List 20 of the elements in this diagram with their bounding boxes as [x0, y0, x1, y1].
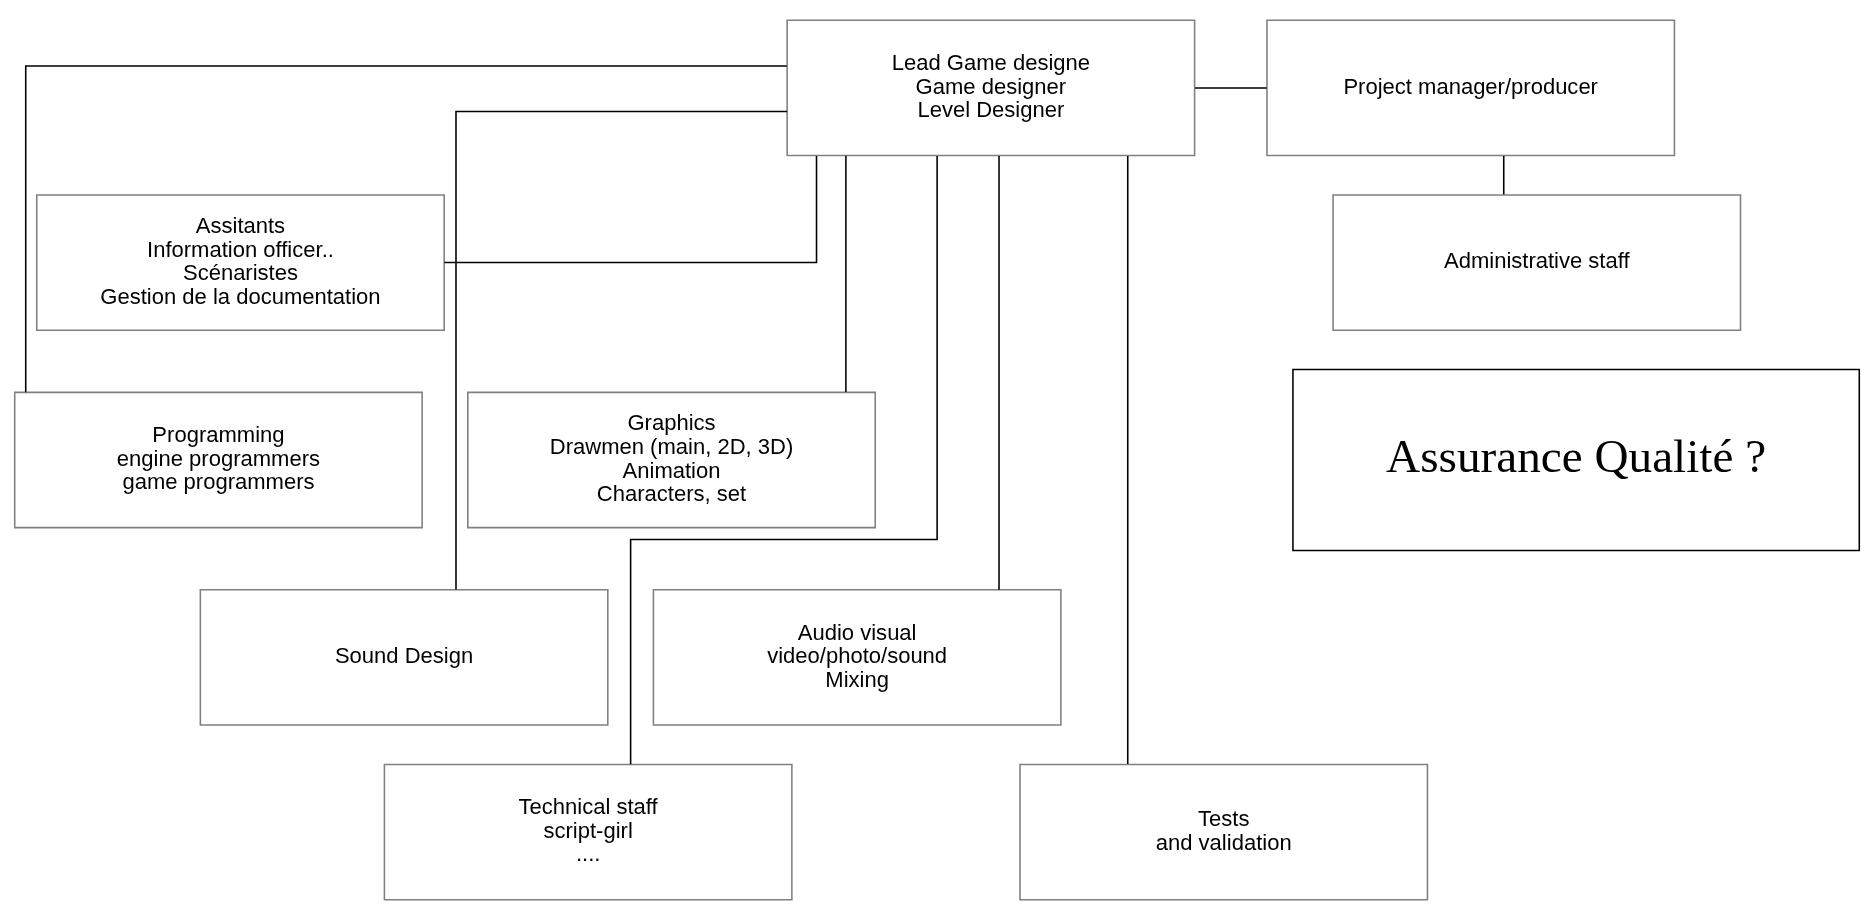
connector: [443, 154, 818, 263]
connector: [1126, 154, 1129, 765]
connector: [24, 64, 788, 393]
node-box: Sound Design: [199, 588, 609, 726]
node-box: Lead Game designe Game designer Level Designer: [786, 19, 1196, 156]
node-box: Graphics Drawmen (main, 2D, 3D) Animation Characters, set: [467, 391, 877, 528]
connector: [998, 154, 1000, 590]
connector: [1194, 86, 1268, 89]
node-box: Assurance Qualité ?: [1292, 368, 1861, 551]
node-box: Administrative staff: [1332, 193, 1742, 331]
connector: [455, 110, 788, 590]
node-box: Technical staff script-girl ....: [383, 763, 793, 900]
node-box: Assitants Information officer.. Scénaristes Gestion de la documentation: [35, 193, 445, 331]
node-box: Tests and validation: [1019, 763, 1429, 900]
node-box: Programming engine programmers game programmers: [13, 391, 423, 528]
node-box: Audio visual video/photo/sound Mixing: [652, 588, 1062, 726]
connector: [1502, 154, 1505, 195]
connector: [629, 154, 938, 765]
node-box: Project manager/producer: [1266, 19, 1676, 156]
connector: [845, 154, 847, 393]
